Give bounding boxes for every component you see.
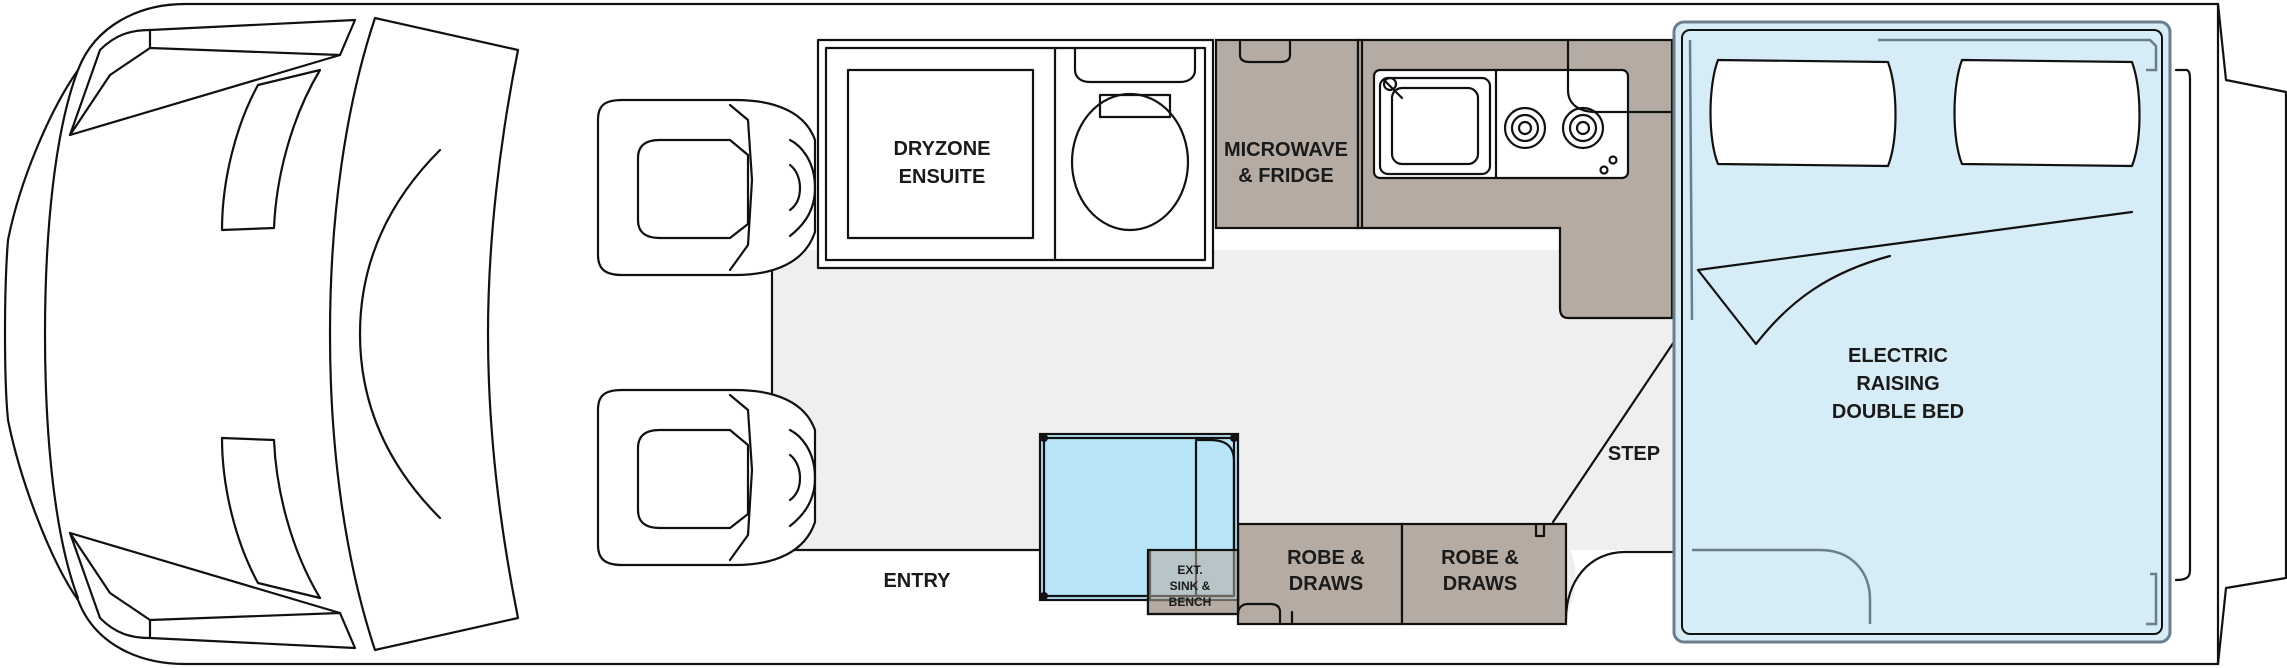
robe-draws-2: ROBE & DRAWS bbox=[1400, 522, 1568, 626]
pillow-left bbox=[1709, 58, 1897, 168]
cooktop-burner-left bbox=[1503, 106, 1547, 150]
robe-draws-1-line2: DRAWS bbox=[1289, 573, 1363, 595]
entry-label: ENTRY bbox=[883, 570, 951, 592]
microwave-label-line2: & FRIDGE bbox=[1238, 165, 1334, 187]
microwave-label-line1: MICROWAVE bbox=[1224, 139, 1348, 161]
passenger-seat bbox=[596, 388, 817, 567]
dryzone-label-line1: DRYZONE bbox=[893, 138, 990, 160]
robe-draws-1-line1: ROBE & bbox=[1287, 547, 1365, 569]
robe-draws-2-line2: DRAWS bbox=[1443, 573, 1517, 595]
ext-sink-line1: EXT. bbox=[1177, 563, 1202, 577]
cooktop-burner-right bbox=[1561, 106, 1605, 150]
electric-raising-double-bed: ELECTRIC RAISING DOUBLE BED bbox=[1672, 20, 2172, 644]
bed-label-line1: ELECTRIC bbox=[1848, 345, 1948, 367]
dryzone-ensuite: DRYZONE ENSUITE bbox=[816, 38, 1215, 270]
driver-seat bbox=[596, 98, 817, 277]
ext-sink-line2: SINK & bbox=[1170, 579, 1211, 593]
bed-label-line3: DOUBLE BED bbox=[1832, 401, 1964, 423]
microwave-fridge-cabinet: MICROWAVE & FRIDGE bbox=[1214, 38, 1360, 230]
bed-label-line2: RAISING bbox=[1856, 373, 1939, 395]
ext-sink-bench: EXT. SINK & BENCH bbox=[1038, 432, 1240, 616]
pillow-right bbox=[1953, 58, 2141, 168]
step-label: STEP bbox=[1608, 443, 1660, 465]
step-edge bbox=[1551, 316, 1692, 524]
cab-front bbox=[43, 16, 520, 652]
ext-sink-line3: BENCH bbox=[1169, 595, 1212, 609]
kitchen-bench bbox=[1356, 38, 1674, 320]
dryzone-label-line2: ENSUITE bbox=[899, 166, 986, 188]
robe-draws-2-line1: ROBE & bbox=[1441, 547, 1519, 569]
robe-draws-1: ROBE & DRAWS bbox=[1236, 522, 1404, 626]
